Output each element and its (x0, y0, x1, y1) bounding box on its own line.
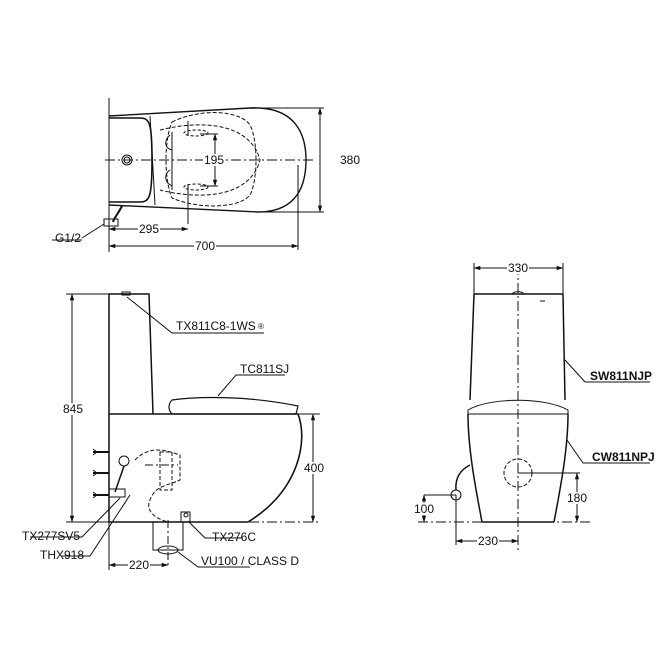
label-flex-hose: THX918 (40, 548, 85, 562)
label-tank: SW811NJP (590, 369, 653, 383)
dim-tank-width: 330 (507, 261, 530, 275)
dim-hinge-offset: 295 (138, 222, 161, 236)
side-view (30, 291, 320, 570)
dim-total-height: 845 (62, 402, 85, 416)
dim-inlet-height: 100 (413, 502, 436, 516)
dim-inlet-offset: 230 (477, 534, 500, 548)
registered-mark: ® (258, 322, 264, 331)
label-stop-valve: TX277SV5 (22, 529, 81, 543)
label-seat: TC811SJ (240, 362, 290, 376)
dim-total-length: 700 (194, 239, 217, 253)
label-inlet-g12: G1/2 (55, 231, 82, 245)
dim-seat-height: 400 (303, 461, 326, 475)
front-view (418, 263, 650, 550)
dim-seat-width: 380 (339, 153, 362, 167)
dim-outlet-offset: 220 (128, 558, 151, 572)
label-flush-button: TX811C8-1WS (176, 319, 256, 333)
dim-outlet-height: 180 (566, 491, 589, 505)
label-drain: VU100 / CLASS D (201, 554, 300, 568)
top-view (52, 98, 324, 252)
dim-hinge-spacing: 195 (203, 153, 226, 167)
label-bowl: CW811NPJ (592, 450, 655, 464)
label-floor-flange: TX276C (212, 530, 257, 544)
